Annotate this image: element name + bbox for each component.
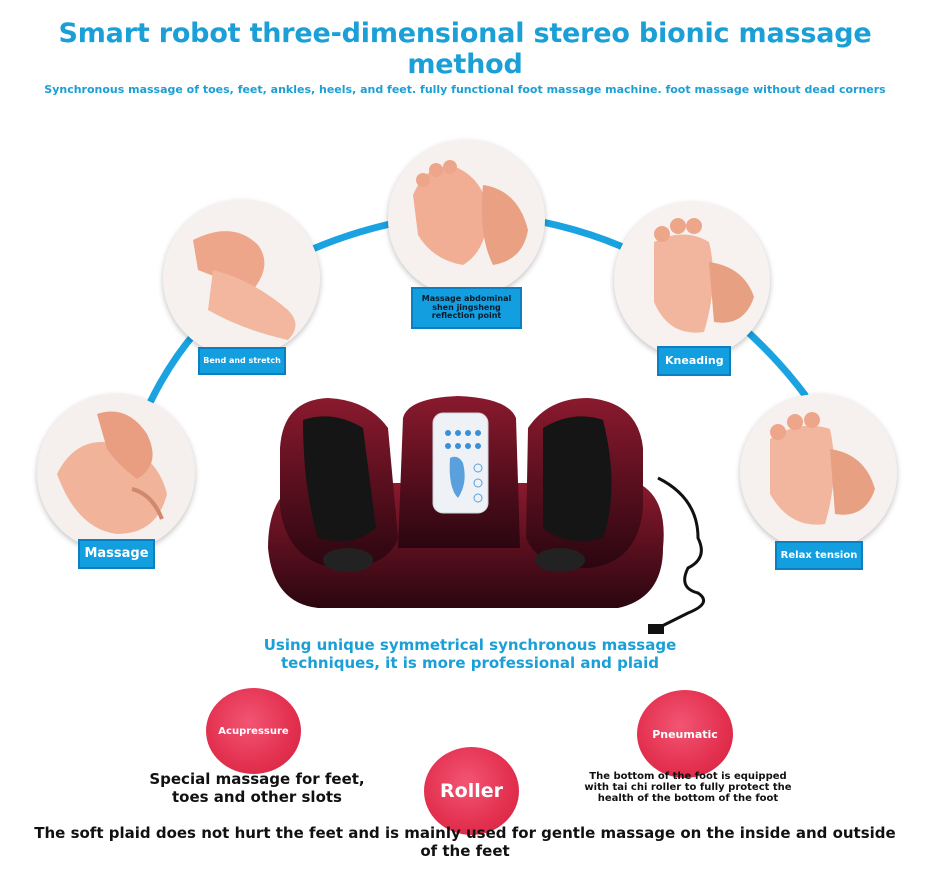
foot-photo-relax-tension	[740, 394, 897, 551]
label-relax-tension: Relax tension	[775, 541, 863, 570]
mode-acupressure: Acupressure	[206, 688, 301, 774]
label-kneading: Kneading	[657, 346, 731, 376]
acupressure-description: Special massage for feet, toes and other…	[149, 770, 365, 806]
center-description: Using unique symmetrical synchronous mas…	[263, 636, 677, 672]
foot-photo-abdominal-point	[388, 140, 545, 297]
foot-massager-machine	[268, 396, 706, 634]
roller-description: The soft plaid does not hurt the feet an…	[34, 824, 896, 860]
label-abdominal-point: Massage abdominal shen jingsheng reflect…	[411, 287, 522, 329]
foot-photo-massage	[37, 394, 195, 552]
foot-photo-kneading	[614, 202, 770, 358]
page-title: Smart robot three-dimensional stereo bio…	[58, 18, 872, 80]
label-massage: Massage	[78, 539, 155, 569]
mode-roller: Roller	[424, 747, 519, 835]
page-subtitle: Synchronous massage of toes, feet, ankle…	[44, 83, 886, 96]
mode-pneumatic: Pneumatic	[637, 690, 733, 778]
foot-photo-bend-and-stretch	[163, 200, 320, 357]
pneumatic-description: The bottom of the foot is equipped with …	[584, 771, 792, 804]
label-bend-and-stretch: Bend and stretch	[198, 347, 286, 375]
